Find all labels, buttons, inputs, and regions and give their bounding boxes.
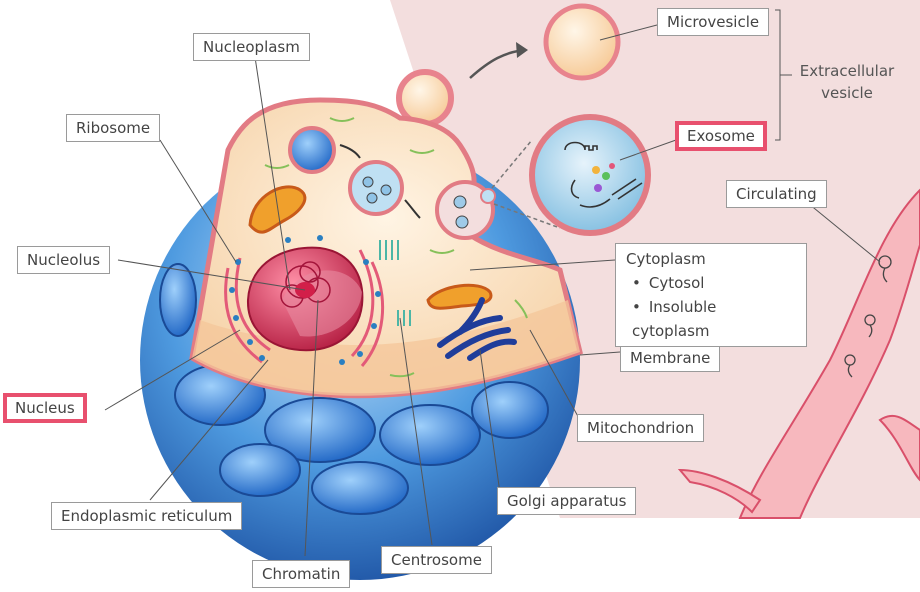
cytoplasm-item-insoluble: Insoluble cytoplasm [632,295,796,343]
microvesicle [543,3,621,81]
label-circulating: Circulating [726,180,827,208]
label-nucleolus: Nucleolus [17,246,111,274]
cytoplasm-title: Cytoplasm [626,250,706,268]
cytoplasm-list: Cytosol Insoluble cytoplasm [626,271,796,343]
cell-blobs [159,263,549,515]
cytoskeleton [264,117,528,378]
label-centrosome: Centrosome [381,546,492,574]
label-endoplasmic-reticulum: Endoplasmic reticulum [51,502,243,530]
early-endosome [288,126,336,174]
leader-lines [104,9,881,557]
multivesicular-body [348,160,404,216]
label-ribosome: Ribosome [66,114,161,142]
circulating-exosomes [844,255,892,378]
exosome-zoom [529,114,651,236]
label-microvesicle: Microvesicle [657,8,770,36]
label-chromatin: Chromatin [252,560,351,588]
extracellular-vesicle-line2: vesicle [821,84,873,102]
label-nucleoplasm: Nucleoplasm [193,33,310,61]
label-membrane: Membrane [620,344,721,372]
cytoplasm-item-cytosol: Cytosol [632,271,796,295]
label-exosome: Exosome [675,121,767,151]
label-mitochondrion: Mitochondrion [577,414,705,442]
golgi-shape [437,297,517,361]
blood-vessel [677,188,920,519]
exosome-proteins [592,163,615,192]
centrosome-shape [379,240,411,326]
label-golgi-apparatus: Golgi apparatus [497,487,637,515]
exosome-cargo [564,141,643,208]
extracellular-vesicle-line1: Extracellular [799,62,895,80]
label-cytoplasm: Cytoplasm Cytosol Insoluble cytoplasm [615,243,807,347]
ribosome-dots [229,235,381,365]
exocytosis-pore [435,180,495,240]
label-extracellular-vesicle: Extracellular vesicle [792,60,902,104]
label-nucleus: Nucleus [3,393,87,423]
